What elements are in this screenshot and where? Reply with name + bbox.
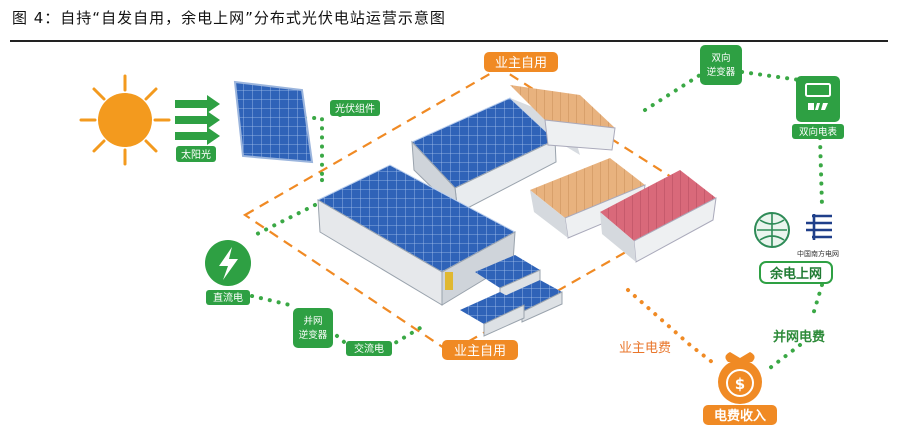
svg-text:$: $: [735, 375, 745, 393]
bi-inverter-label-line1: 双向: [711, 52, 730, 64]
owner-fee-path: [626, 288, 714, 364]
figure-title: 图 4：自持“自发自用，余电上网”分布式光伏电站运营示意图: [12, 9, 446, 27]
sun-label: 太阳光: [181, 148, 211, 161]
surplus-to-grid-box: [759, 261, 833, 284]
owner-fee-label: 业主电费: [619, 341, 671, 356]
bi-meter-label: 双向电表: [799, 126, 838, 138]
pv-module-label-box: [330, 100, 380, 116]
title-rule: [10, 40, 888, 42]
ac-label-box: [346, 341, 392, 356]
sun-icon: [79, 74, 171, 166]
income-label: 电费收入: [714, 408, 766, 424]
bi-inverter-label-line2: 逆变器: [707, 66, 736, 78]
bi-meter-label-box: [792, 124, 844, 139]
meter-icon: [796, 76, 840, 122]
owner-self-use-bottom: 业主自用: [454, 344, 506, 359]
owner-self-use-top-box: [484, 52, 558, 72]
inverter-label-line1: 并网: [303, 315, 322, 327]
inverter-box: [293, 308, 333, 348]
surplus-to-grid-label: 余电上网: [769, 266, 822, 282]
income-box: [703, 405, 777, 425]
bi-inverter-box: [700, 45, 742, 85]
ac-label: 交流电: [354, 342, 384, 355]
owner-self-use-bottom-box: [442, 340, 518, 360]
dc-label-box: [206, 290, 250, 305]
dc-label: 直流电: [213, 291, 243, 304]
grid-fee-label: 并网电费: [773, 329, 825, 345]
inverter-label-line2: 逆变器: [299, 329, 328, 341]
grid-company-label: 中国南方电网: [797, 249, 839, 258]
grid-logo-icon: [754, 212, 832, 248]
lightning-icon: [205, 240, 251, 286]
money-bag-icon: $: [718, 352, 762, 404]
pv-module-label: 光伏组件: [335, 102, 375, 115]
pv-panel-icon: [233, 80, 314, 164]
sunlight-arrows-icon: [175, 95, 220, 145]
factory-buildings: [316, 85, 717, 337]
sun-label-box: [176, 146, 216, 162]
connection-paths: [250, 70, 824, 370]
owner-self-use-top: 业主自用: [495, 56, 547, 71]
